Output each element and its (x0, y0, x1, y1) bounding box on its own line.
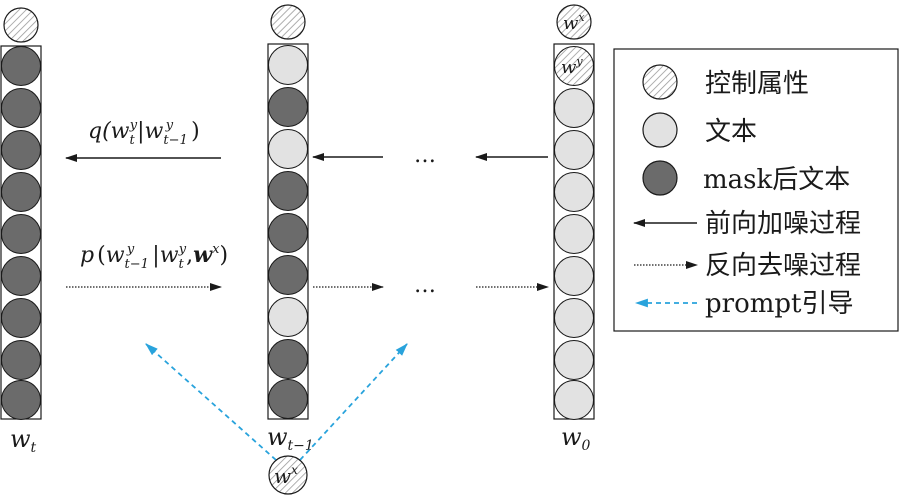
masked-token (268, 213, 308, 253)
column-right: wx wy w0 (553, 4, 595, 454)
legend-item-reverse: 反向去噪过程 (634, 251, 861, 281)
text-token (554, 214, 594, 254)
token-stack-middle (268, 45, 308, 419)
node-label-prompt: wx (274, 463, 298, 488)
node-label-wx: wx (563, 11, 585, 34)
token-stack-right (554, 46, 594, 420)
column-middle: wt−1 (267, 4, 314, 454)
masked-token (268, 87, 308, 127)
control-attribute-node (3, 7, 39, 43)
masked-token (1, 46, 41, 86)
text-token (554, 130, 594, 170)
legend-item-masked: mask后文本 (642, 160, 850, 196)
masked-token (1, 380, 41, 420)
column-label-right: w0 (561, 423, 591, 454)
legend-item-control: 控制属性 (642, 64, 809, 100)
prompt-arrow-right (299, 343, 408, 461)
text-token (554, 380, 594, 420)
legend-label-prompt: prompt引导 (705, 289, 853, 319)
column-left: wt (0, 7, 42, 456)
legend-label-forward: 前向加噪过程 (705, 209, 861, 239)
legend: 控制属性 文本 mask后文本 前向加噪过程 反向去噪过程 prompt引导 (613, 48, 899, 332)
ellipsis-reverse: … (414, 273, 436, 298)
legend-label-control: 控制属性 (705, 69, 809, 99)
text-token (554, 172, 594, 212)
forward-arrows (65, 153, 548, 162)
prompt-source-node: wx (268, 455, 308, 495)
legend-item-prompt: prompt引导 (634, 289, 853, 319)
masked-token (1, 214, 41, 254)
masked-token (1, 130, 41, 170)
forward-formula: q(wty|wt−1y) (88, 118, 200, 148)
token-stack-left (1, 46, 41, 420)
control-attribute-token (554, 46, 594, 86)
legend-item-forward: 前向加噪过程 (633, 209, 861, 239)
control-attribute-node (268, 455, 308, 495)
prompt-arrow-left (145, 343, 277, 461)
text-token (268, 297, 308, 337)
legend-item-text: 文本 (642, 112, 757, 148)
hatched-circle-icon (642, 64, 678, 100)
ellipsis-forward: … (414, 143, 436, 168)
legend-label-masked: mask后文本 (703, 165, 850, 195)
masked-token (1, 340, 41, 380)
masked-token (1, 172, 41, 212)
control-attribute-node (270, 4, 306, 40)
text-token (554, 298, 594, 338)
masked-token (1, 88, 41, 128)
masked-token (268, 379, 308, 419)
masked-token (268, 255, 308, 295)
legend-label-text: 文本 (705, 117, 757, 147)
light-circle-icon (642, 112, 678, 148)
masked-token (268, 339, 308, 379)
reverse-formula: p(wt−1y|wty,wx) (80, 242, 228, 272)
control-attribute-node (556, 4, 592, 40)
column-label-left: wt (10, 425, 37, 456)
text-token (268, 129, 308, 169)
node-label-wy: wy (561, 55, 583, 78)
text-token (554, 340, 594, 380)
masked-token (268, 171, 308, 211)
text-token (554, 88, 594, 128)
prompt-arrows (145, 343, 408, 461)
legend-label-reverse: 反向去噪过程 (705, 251, 861, 281)
dark-circle-icon (642, 160, 678, 196)
text-token (554, 256, 594, 296)
masked-token (1, 298, 41, 338)
text-token (268, 45, 308, 85)
column-label-middle: wt−1 (267, 423, 314, 454)
masked-token (1, 256, 41, 296)
